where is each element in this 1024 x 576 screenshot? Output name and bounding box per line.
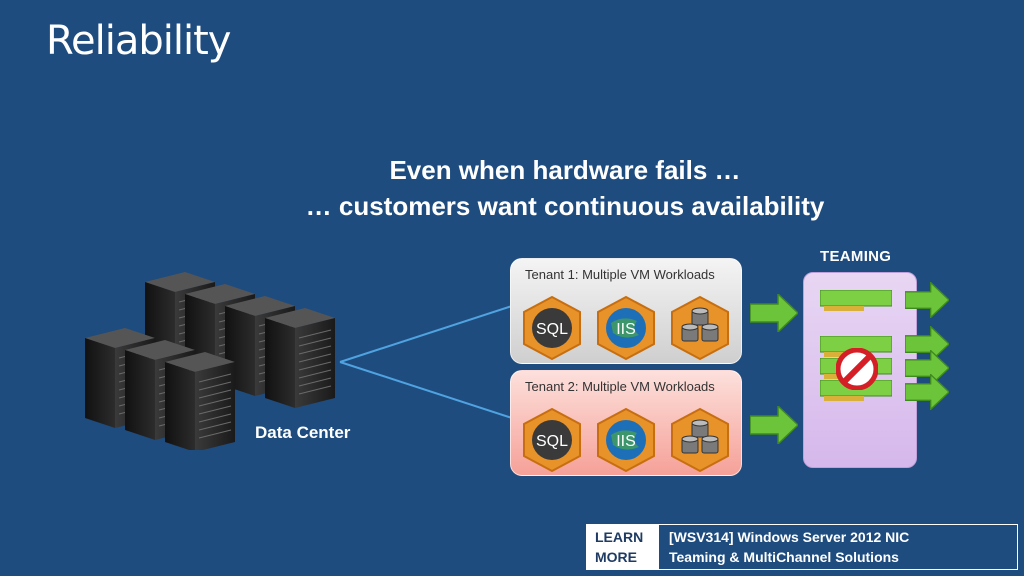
failure-prohibited-icon: [836, 348, 878, 390]
tenant-1-panel: Tenant 1: Multiple VM Workloads SQL IIS: [510, 258, 742, 364]
svg-text:IIS: IIS: [616, 433, 636, 450]
database-icon: [671, 407, 729, 473]
arrow-right-icon: [905, 326, 949, 362]
svg-text:SQL: SQL: [536, 321, 568, 338]
iis-workload-icon: IIS: [597, 407, 655, 473]
slide-title: Reliability: [46, 18, 231, 64]
database-icon: [671, 295, 729, 361]
nic-card-icon: [820, 290, 892, 311]
svg-text:IIS: IIS: [616, 321, 636, 338]
subtitle-line-2: … customers want continuous availability: [305, 191, 825, 221]
datacenter-label: Data Center: [255, 423, 351, 442]
tenant-1-label: Tenant 1: Multiple VM Workloads: [525, 267, 715, 282]
learn-more-box[interactable]: LEARN MORE [WSV314] Windows Server 2012 …: [586, 524, 1018, 570]
arrow-right-icon: [750, 294, 798, 332]
svg-text:SQL: SQL: [536, 433, 568, 450]
sql-workload-icon: SQL: [523, 295, 581, 361]
learn-more-label: LEARN MORE: [595, 529, 644, 565]
sql-workload-icon: SQL: [523, 407, 581, 473]
arrow-right-icon: [905, 350, 949, 386]
iis-workload-icon: IIS: [597, 295, 655, 361]
subtitle-line-1: Even when hardware fails …: [389, 155, 741, 185]
arrow-right-icon: [905, 282, 949, 318]
teaming-label: TEAMING: [820, 248, 892, 265]
learn-more-session-link[interactable]: [WSV314] Windows Server 2012 NIC Teaming…: [657, 525, 1017, 569]
arrow-right-icon: [905, 374, 949, 410]
slide-subtitle: Even when hardware fails … … customers w…: [0, 152, 1024, 224]
tenant-2-panel: Tenant 2: Multiple VM Workloads SQL IIS: [510, 370, 742, 476]
arrow-right-icon: [750, 406, 798, 444]
tenant-2-label: Tenant 2: Multiple VM Workloads: [525, 379, 715, 394]
